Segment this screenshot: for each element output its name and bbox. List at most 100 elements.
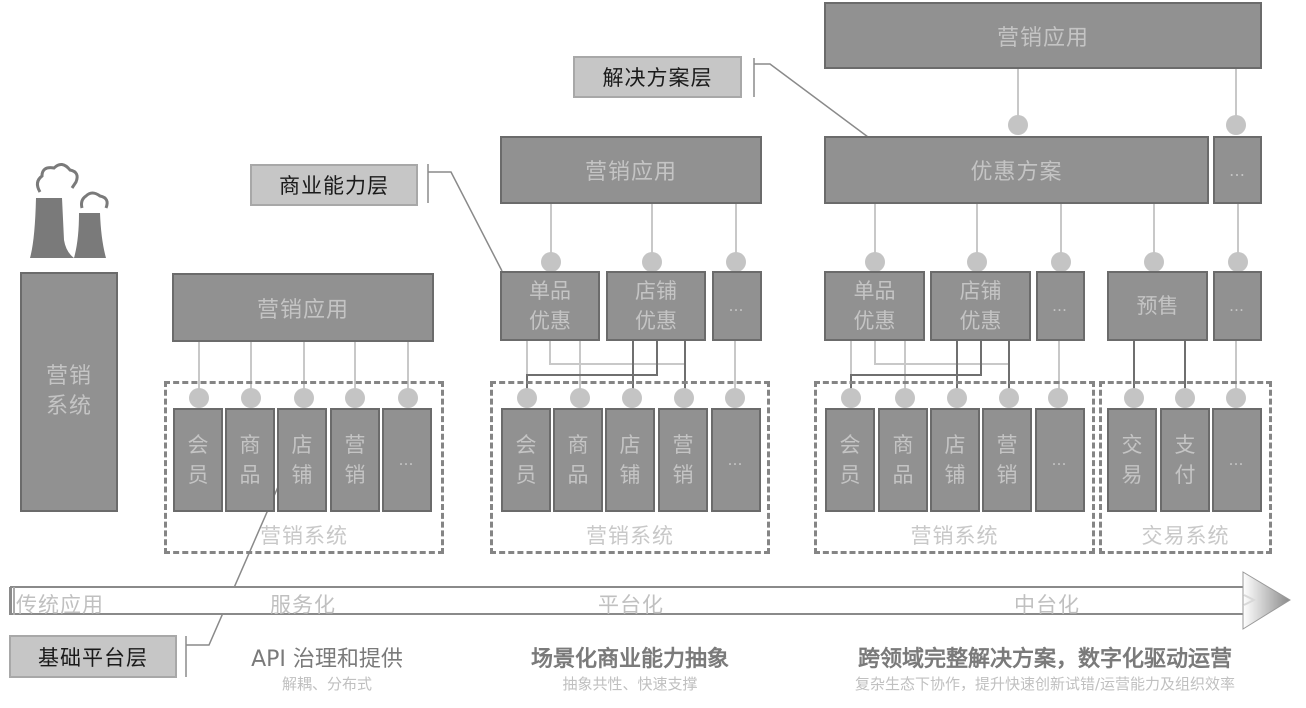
service-tile: 商品 (878, 408, 928, 512)
port-dot (398, 388, 418, 408)
foundation-tag-leader (186, 479, 282, 646)
capability-tile: 店铺优惠 (606, 271, 706, 341)
capability-tile-line2: 优惠 (529, 309, 571, 333)
timeline-stage-legacy: 传统应用 (16, 593, 104, 617)
service-tile-line2: 品 (239, 463, 261, 487)
port-dot (294, 388, 314, 408)
capability-tile: 店铺优惠 (930, 271, 1031, 341)
caption-platform-sub: 抽象共性、快速支撑 (562, 675, 698, 693)
capability-tile: … (1036, 271, 1085, 341)
port-dot (642, 252, 662, 272)
solution-tag-leader (754, 63, 869, 138)
connector-line (874, 341, 1008, 365)
service-tile-line2: 铺 (944, 463, 966, 487)
service-tile-line2: 铺 (619, 463, 641, 487)
port-dot (345, 388, 365, 408)
legacy-label-line1: 营销 (45, 364, 92, 389)
timeline-stage-service: 服务化 (270, 593, 336, 617)
connector-line (526, 341, 658, 398)
timeline-stage-middle: 中台化 (1014, 593, 1080, 617)
platform-stage-service-ports (517, 388, 745, 408)
service-tile-line1: 营 (996, 433, 1018, 457)
port-dot (1175, 388, 1195, 408)
service-tile-line1: 店 (619, 433, 641, 457)
service-tile-line1: … (1228, 451, 1246, 469)
port-dot (841, 388, 861, 408)
service-tile: 支付 (1160, 408, 1210, 512)
layer-tag-business: 商业能力层 (250, 164, 418, 206)
port-dot (726, 252, 746, 272)
service-tile-line1: 店 (944, 433, 966, 457)
port-dot (622, 388, 642, 408)
port-dot (947, 388, 967, 408)
caption-service-main: API 治理和提供 (251, 647, 403, 672)
service-tile-line1: 会 (187, 433, 209, 457)
factory-icon (30, 163, 109, 258)
caption-service-sub: 解耦、分布式 (281, 675, 372, 693)
capability-tile-line2: 优惠 (853, 309, 896, 333)
service-tile-line1: 店 (291, 433, 313, 457)
capability-tile-line1: 店铺 (959, 279, 1002, 303)
service-tile-line1: … (727, 451, 745, 469)
service-tile: 会员 (501, 408, 551, 512)
service-tile: 店铺 (930, 408, 980, 512)
middle-stage-solution-ports (1008, 115, 1246, 135)
platform-stage-group-label: 营销系统 (586, 524, 674, 548)
port-dot (1144, 252, 1164, 272)
service-tile-line1: 支 (1174, 433, 1196, 457)
service-tile: … (1212, 408, 1262, 512)
service-tile: … (1035, 408, 1085, 512)
service-tile-line2: 品 (567, 463, 589, 487)
capability-tile-line1: 预售 (1136, 294, 1179, 318)
service-tile-line1: 营 (344, 433, 366, 457)
service-tile-line1: … (1051, 451, 1069, 469)
service-tile: … (711, 408, 761, 512)
service-tile-line2: 品 (892, 463, 914, 487)
port-dot (241, 388, 261, 408)
capability-tile-line1: … (1229, 297, 1246, 315)
timeline-arrow (9, 571, 1291, 630)
port-dot (570, 388, 590, 408)
service-tile-line2: 销 (996, 463, 1018, 487)
service-tile: 店铺 (277, 408, 327, 512)
caption-platform-main: 场景化商业能力抽象 (530, 647, 729, 672)
service-tile: 交易 (1107, 408, 1157, 512)
service-stage-group (164, 381, 444, 554)
capability-tile-line2: 优惠 (635, 309, 677, 333)
service-tile: 会员 (173, 408, 223, 512)
middle-stage-solution-box: 优惠方案 (824, 136, 1209, 204)
port-dot (541, 252, 561, 272)
capability-tile-line1: … (728, 297, 746, 315)
legacy-label-line2: 系统 (45, 394, 92, 419)
service-tile: 营销 (330, 408, 380, 512)
port-dot (674, 388, 694, 408)
port-dot (1228, 252, 1248, 272)
port-dot (1051, 252, 1071, 272)
service-tile-line1: 营 (672, 433, 694, 457)
port-dot (1124, 388, 1144, 408)
connector-line (850, 341, 982, 398)
service-stage-group-label: 营销系统 (260, 524, 348, 548)
capability-tile: 单品优惠 (500, 271, 600, 341)
service-tile-line1: 商 (892, 433, 914, 457)
platform-stage-app-connectors (550, 204, 737, 262)
capability-tile-line1: 单品 (853, 279, 896, 303)
platform-stage-group (490, 381, 770, 554)
service-stage-ports (189, 388, 418, 408)
service-tile-line1: 商 (567, 433, 589, 457)
service-tile: 营销 (658, 408, 708, 512)
port-dot (895, 388, 915, 408)
service-tile-line1: 交 (1121, 433, 1143, 457)
middle-stage-service-ports (841, 388, 1246, 408)
service-tile-line1: … (398, 451, 416, 469)
middle-stage-marketing-group (814, 381, 1095, 554)
service-tile-line1: 会 (515, 433, 537, 457)
port-dot (1226, 388, 1246, 408)
service-tile: 营销 (982, 408, 1032, 512)
service-tile-line2: 员 (187, 463, 209, 487)
platform-stage-cap-ports (541, 252, 746, 272)
middle-stage-trade-group (1099, 381, 1272, 554)
capability-tile-line1: 单品 (529, 279, 571, 303)
port-dot (725, 388, 745, 408)
capability-tile: … (712, 271, 762, 341)
